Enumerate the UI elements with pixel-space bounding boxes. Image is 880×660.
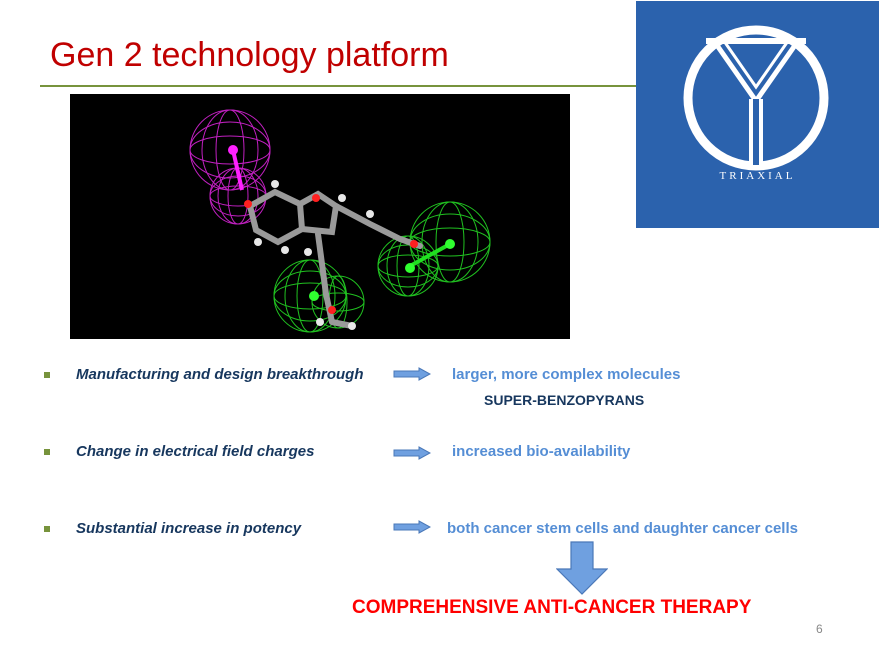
triaxial-logo: TRIAXIAL [636,1,879,228]
bullet-label: Manufacturing and design breakthrough [76,366,364,383]
bullet-marker [44,449,50,455]
molecule-rendering [70,94,570,339]
right-arrow-icon [393,367,431,381]
bullet-label: Substantial increase in potency [76,520,302,537]
bullet-marker [44,526,50,532]
bullet-label: Change in electrical field charges [76,443,315,460]
conclusion-text: COMPREHENSIVE ANTI-CANCER THERAPY [352,597,752,618]
bullet-result: larger, more complex molecules [452,366,681,383]
logo-wordmark: TRIAXIAL [719,170,796,182]
triaxial-emblem [683,25,829,171]
title-underline [40,85,638,87]
page-number: 6 [816,622,823,636]
right-arrow-icon [393,520,431,534]
down-arrow-icon [556,541,608,595]
right-arrow-icon [393,446,431,460]
bullet-result: both cancer stem cells and daughter canc… [447,520,798,537]
bullet-result: increased bio-availability [452,443,631,460]
bullet-subresult: SUPER-BENZOPYRANS [484,392,645,408]
slide-title: Gen 2 technology platform [50,36,449,74]
bullet-marker [44,372,50,378]
